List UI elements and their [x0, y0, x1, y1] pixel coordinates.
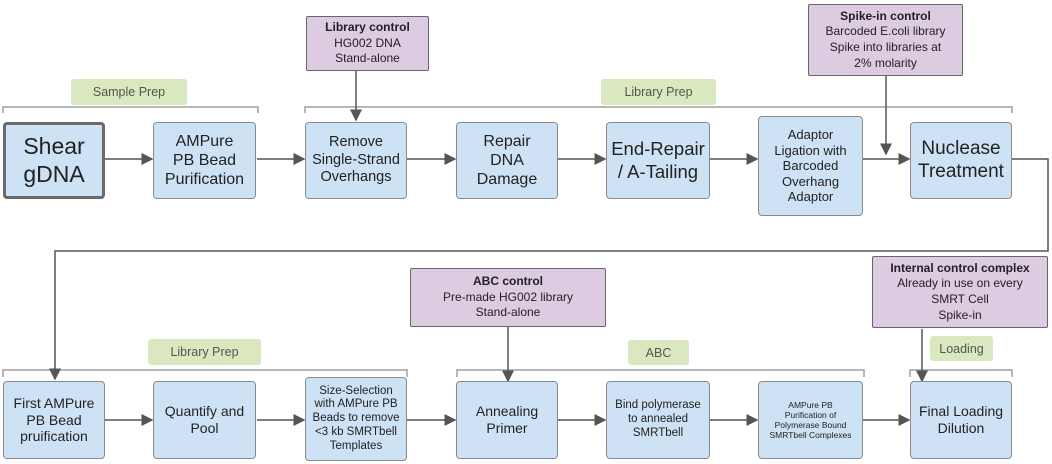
- step-ampure-complexes: AMPure PB Purification of Polymerase Bou…: [758, 381, 863, 459]
- library-prep-top-label: Library Prep: [601, 79, 716, 105]
- step-final-loading-dilution: Final Loading Dilution: [910, 381, 1012, 459]
- step-remove-overhangs: Remove Single-Strand Overhangs: [305, 122, 407, 199]
- internal-control-text: Already in use on every SMRT Cell Spike-…: [897, 276, 1023, 322]
- loading-label: Loading: [930, 336, 993, 361]
- internal-control-title: Internal control complex: [890, 260, 1030, 275]
- library-prep-bottom-label: Library Prep: [148, 339, 261, 365]
- bracket-library-prep-bottom: [2, 369, 408, 377]
- internal-control-box: Internal control complex Already in use …: [872, 256, 1048, 328]
- abc-control-text: Pre-made HG002 library Stand-alone: [442, 289, 574, 320]
- step-annealing-primer: Annealing Primer: [456, 381, 558, 459]
- spike-in-control-text: Barcoded E.coli library Spike into libra…: [825, 24, 946, 70]
- library-control-title: Library control: [325, 20, 410, 35]
- abc-control-title: ABC control: [473, 274, 543, 289]
- bracket-abc: [456, 369, 865, 377]
- step-nuclease-treatment: Nuclease Treatment: [910, 122, 1012, 199]
- wrap-connector: [49, 158, 1049, 381]
- library-control-text: HG002 DNA Stand-alone: [334, 35, 401, 66]
- step-first-ampure: First AMPure PB Bead pruification: [3, 381, 105, 459]
- abc-label: ABC: [628, 340, 689, 365]
- step-repair-dna-damage: Repair DNA Damage: [456, 122, 558, 199]
- step-size-selection: Size-Selection with AMPure PB Beads to r…: [305, 377, 407, 461]
- step-adaptor-ligation: Adaptor Ligation with Barcoded Overhang …: [758, 116, 863, 216]
- sample-prep-label: Sample Prep: [71, 79, 187, 105]
- step-ampure-purification: AMPure PB Bead Purification: [153, 122, 256, 199]
- step-quantify-pool: Quantify and Pool: [153, 381, 256, 459]
- bracket-loading: [909, 369, 1013, 377]
- spike-in-control-title: Spike-in control: [840, 8, 931, 23]
- library-control-box: Library control HG002 DNA Stand-alone: [306, 16, 429, 71]
- bracket-sample-prep: [2, 106, 259, 113]
- spike-in-control-box: Spike-in control Barcoded E.coli library…: [808, 4, 963, 76]
- abc-control-box: ABC control Pre-made HG002 library Stand…: [410, 268, 606, 327]
- step-bind-polymerase: Bind polymerase to annealed SMRTbell: [606, 381, 710, 459]
- bracket-library-prep-top: [304, 106, 1013, 113]
- step-shear-gdna: Shear gDNA: [3, 122, 105, 199]
- step-end-repair: End-Repair / A-Tailing: [606, 122, 710, 199]
